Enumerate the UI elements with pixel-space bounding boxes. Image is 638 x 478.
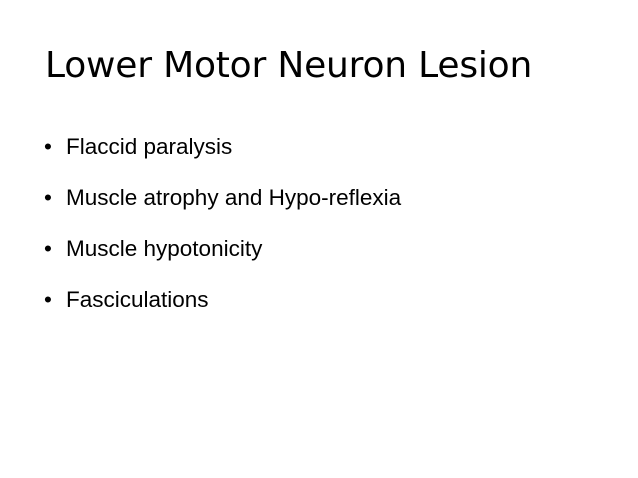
bullet-dot-icon: • — [44, 287, 52, 312]
list-item-label: Flaccid paralysis — [66, 134, 233, 159]
list-item: • Muscle hypotonicity — [40, 235, 610, 286]
bullet-dot-icon: • — [44, 134, 52, 159]
bullet-dot-icon: • — [44, 185, 52, 210]
bullet-list: • Flaccid paralysis • Muscle atrophy and… — [40, 133, 610, 337]
list-item-label: Muscle atrophy and Hypo-reflexia — [66, 185, 402, 210]
page-title: Lower Motor Neuron Lesion — [45, 45, 533, 86]
list-item: • Muscle atrophy and Hypo-reflexia — [40, 184, 610, 235]
list-item-label: Muscle hypotonicity — [66, 236, 263, 261]
bullet-dot-icon: • — [44, 236, 52, 261]
list-item: • Fasciculations — [40, 286, 610, 337]
list-item: • Flaccid paralysis — [40, 133, 610, 184]
list-item-label: Fasciculations — [66, 287, 209, 312]
